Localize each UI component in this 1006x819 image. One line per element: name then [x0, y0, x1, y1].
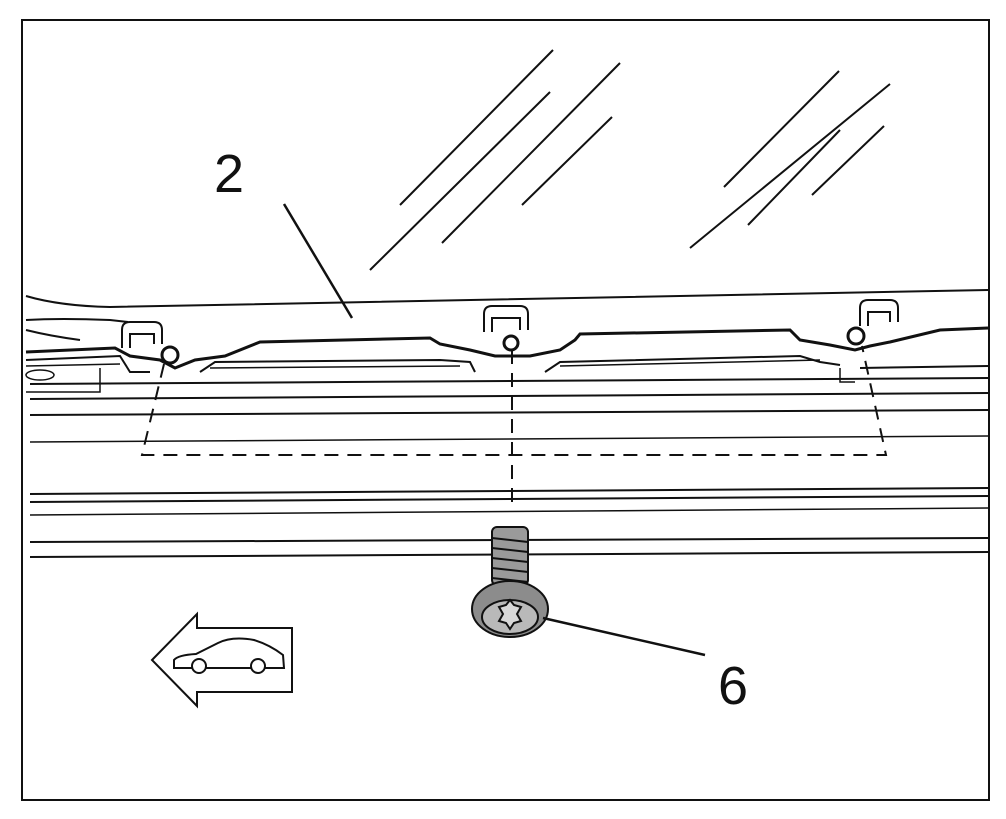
screw-icon — [471, 526, 549, 638]
diagram-frame — [21, 19, 990, 801]
mounting-hole-left — [160, 345, 180, 365]
assembly-dashed-lines — [140, 345, 888, 512]
body-rails — [29, 377, 989, 558]
callout-label-6: 6 — [718, 656, 748, 716]
leader-line-6 — [542, 616, 706, 657]
leader-line-2 — [282, 203, 354, 319]
fastener-clip-icon — [121, 299, 899, 348]
windshield-glass-reflection-icon — [369, 49, 891, 271]
windshield-lower-edge — [25, 289, 989, 341]
mounting-hole-center — [502, 334, 520, 352]
mounting-hole-right — [846, 326, 866, 346]
forward-direction-car-arrow-icon — [150, 611, 293, 709]
callout-label-2: 2 — [214, 144, 244, 204]
